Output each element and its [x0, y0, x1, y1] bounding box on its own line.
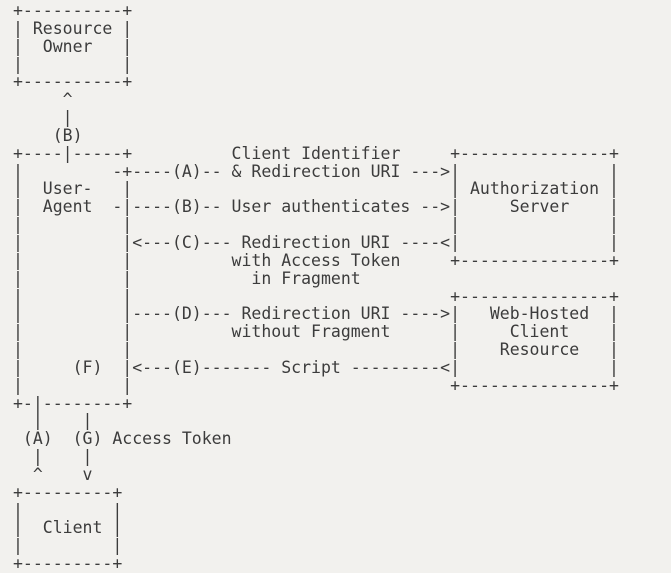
oauth-implicit-grant-ascii-diagram: +----------+ | Resource | | Owner | | | … [13, 1, 619, 573]
plain-text-viewport: +----------+ | Resource | | Owner | | | … [13, 1, 619, 573]
